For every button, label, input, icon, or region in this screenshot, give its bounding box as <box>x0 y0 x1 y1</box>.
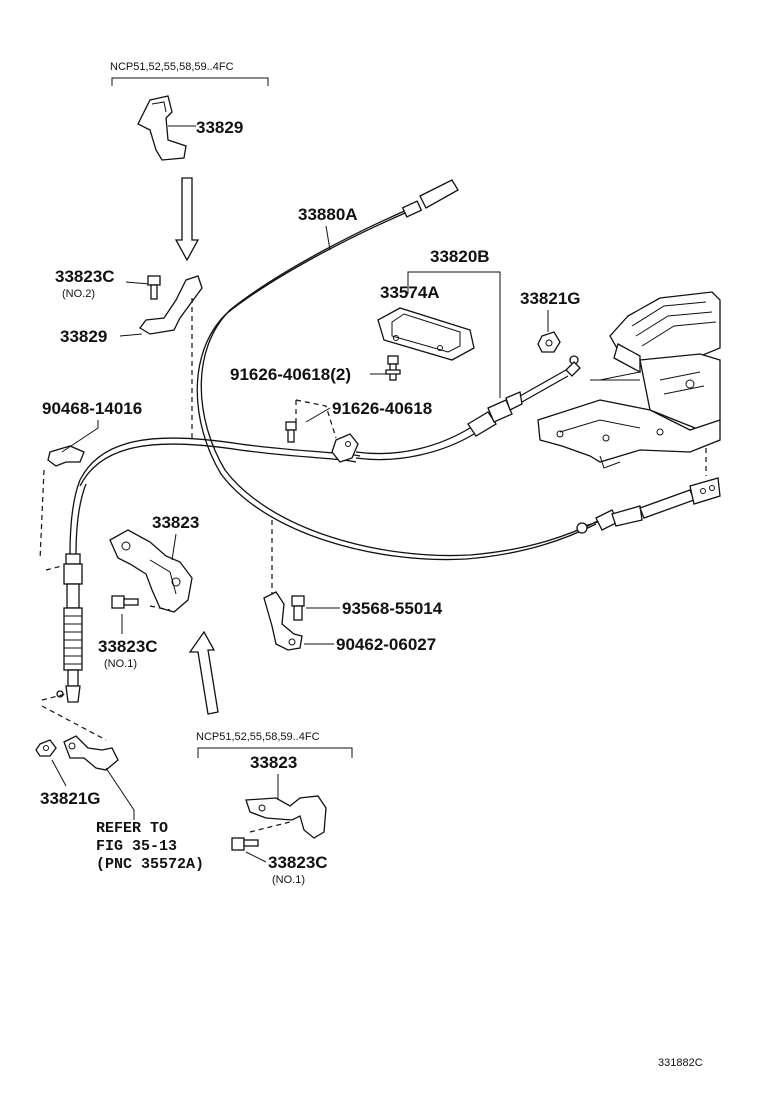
bracket-33829-mid[interactable] <box>139 275 203 335</box>
label-90462: 90462-06027 <box>336 635 436 654</box>
plate-33574a[interactable] <box>377 307 475 361</box>
label-33821g-bottom: 33821G <box>40 789 101 808</box>
figure-code: 331882C <box>658 1057 703 1069</box>
bottom-variant-group: NCP51,52,55,58,59..4FC 33823 33823C (NO.… <box>196 731 353 886</box>
label-no1-mid: (NO.1) <box>104 658 137 670</box>
label-33574a: 33574A <box>380 283 440 302</box>
refer-line3: (PNC 35572A) <box>96 856 204 873</box>
up-arrow <box>188 630 219 715</box>
cable-33820b[interactable] <box>56 355 581 703</box>
refer-line2: FIG 35-13 <box>96 838 177 855</box>
bolt-91626[interactable] <box>285 421 297 443</box>
label-33829-top: 33829 <box>196 118 243 137</box>
clip-90468[interactable] <box>47 445 85 467</box>
label-33823c-no1-mid: 33823C <box>98 637 158 656</box>
label-33823-bottom: 33823 <box>250 753 297 772</box>
top-bracket-line <box>111 77 269 86</box>
label-91626-2: 91626-40618(2) <box>230 365 351 384</box>
label-33829-mid: 33829 <box>60 327 107 346</box>
bolt-91626-2[interactable] <box>385 355 401 381</box>
label-33820b: 33820B <box>430 247 490 266</box>
clip-cable-mid[interactable] <box>331 433 359 463</box>
nut-33821g-bottom[interactable] <box>35 739 57 757</box>
label-91626: 91626-40618 <box>332 399 432 418</box>
bolt-33823c-no1-mid[interactable] <box>111 595 139 609</box>
boot-bellows <box>63 607 83 671</box>
bolt-93568[interactable] <box>291 595 305 621</box>
group-33823c-no2: 33823C (NO.2) 33829 <box>55 267 203 440</box>
label-33823-mid: 33823 <box>152 513 199 532</box>
lever-end[interactable] <box>63 735 119 771</box>
refer-line1: REFER TO <box>96 820 168 837</box>
label-33823c-no2: 33823C <box>55 267 115 286</box>
bracket-33829-top[interactable] <box>137 95 187 161</box>
label-33880a: 33880A <box>298 205 358 224</box>
top-variant-group: NCP51,52,55,58,59..4FC 33829 <box>110 61 269 161</box>
label-no2: (NO.2) <box>62 288 95 300</box>
label-no1-bottom: (NO.1) <box>272 874 305 886</box>
label-93568: 93568-55014 <box>342 599 443 618</box>
bracket-33823-bottom[interactable] <box>245 795 327 839</box>
nut-33821g-top[interactable] <box>537 331 561 353</box>
bottom-bracket-note: NCP51,52,55,58,59..4FC <box>196 731 320 743</box>
label-90468: 90468-14016 <box>42 399 142 418</box>
shift-lever-assembly <box>537 291 721 469</box>
bolt-33823c-no2[interactable] <box>147 275 161 300</box>
label-33823c-no1-bottom: 33823C <box>268 853 328 872</box>
down-arrow <box>174 177 200 262</box>
bracket-90462[interactable] <box>263 591 303 651</box>
bracket-33823-mid[interactable] <box>109 529 193 613</box>
top-bracket-note: NCP51,52,55,58,59..4FC <box>110 61 234 73</box>
bolt-33823c-no1-bottom[interactable] <box>231 837 259 851</box>
cable-33880a[interactable] <box>196 179 721 561</box>
label-33821g-top: 33821G <box>520 289 581 308</box>
